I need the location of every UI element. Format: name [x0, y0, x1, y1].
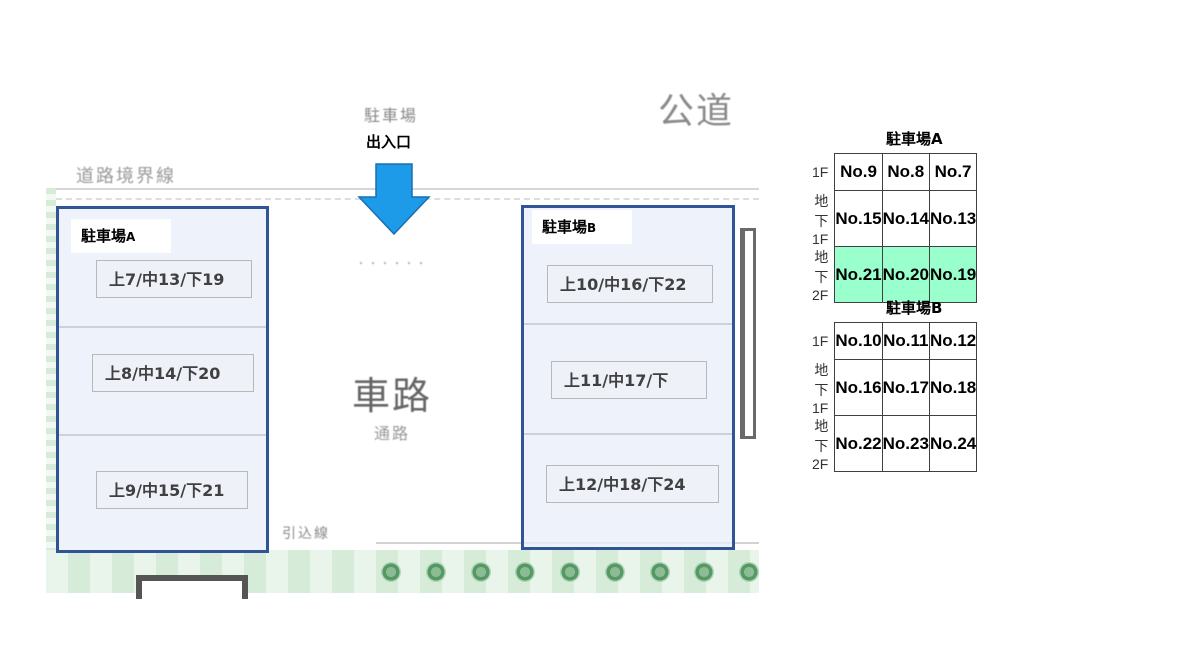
- slot-cell: No.11: [881, 322, 930, 360]
- roadway-label: 車路: [352, 374, 433, 418]
- lot-title-text: 駐車場: [81, 227, 127, 245]
- lot-title-suffix: B: [587, 221, 597, 235]
- entrance-label: 出入口: [366, 133, 412, 151]
- top-faint-label: 駐車場: [364, 106, 419, 125]
- lot-a-slot-table: 1F No.9 No.8 No.7 地下1F No.15 No.14 No.13…: [812, 153, 978, 303]
- left-greenery: [46, 188, 56, 568]
- slot-label: 上9/中15/下21: [96, 471, 248, 509]
- slot-cell: No.17: [881, 359, 930, 416]
- table-row: 地下1F No.16 No.17 No.18: [812, 359, 978, 416]
- lot-title-suffix: A: [126, 230, 136, 244]
- building-outline: [136, 575, 248, 599]
- table-row-highlighted: 地下2F No.21 No.20 No.19: [812, 246, 978, 303]
- slot-cell: No.12: [928, 322, 978, 360]
- slot-label: 上7/中13/下19: [96, 260, 252, 298]
- slot-cell: No.10: [834, 322, 883, 360]
- tree-icon: [649, 562, 670, 582]
- tree-icon: [515, 562, 536, 582]
- slot-cell: No.21: [834, 246, 883, 303]
- tree-icon: [604, 562, 625, 582]
- tree-icon: [470, 562, 491, 582]
- lot-a-table-title: 駐車場A: [886, 130, 943, 148]
- slot-cell: No.19: [928, 246, 978, 303]
- floor-label: 1F: [812, 333, 829, 349]
- lot-divider: [59, 326, 266, 328]
- lot-divider: [59, 434, 266, 436]
- tree-icon: [560, 562, 580, 582]
- slot-cell: No.16: [834, 359, 883, 416]
- slot-cell: No.13: [928, 190, 978, 247]
- slot-cell: No.14: [881, 190, 930, 247]
- floor-label: 地下2F: [812, 248, 829, 303]
- slot-cell: No.7: [928, 153, 978, 191]
- lot-b-table-title: 駐車場B: [886, 299, 943, 317]
- table-row: 地下1F No.15 No.14 No.13: [812, 190, 978, 247]
- floor-label: 地下1F: [812, 192, 829, 247]
- slot-cell: No.24: [928, 415, 978, 472]
- floor-label: 1F: [812, 164, 829, 180]
- table-row: 1F No.10 No.11 No.12: [812, 322, 978, 360]
- lot-title-text: 駐車場: [542, 218, 588, 236]
- right-wall: [740, 228, 756, 439]
- down-arrow-icon: [357, 163, 431, 235]
- slot-label: 上8/中14/下20: [92, 354, 254, 392]
- parking-lot-a: 駐車場A 上7/中13/下19 上8/中14/下20 上9/中15/下21: [56, 206, 269, 553]
- site-map: 公道 駐車場 道路境界線 ・・・・・・ 車路 通路 引込線 駐車場A 上7/中1…: [46, 80, 759, 599]
- lot-a-title: 駐車場A: [71, 219, 171, 253]
- slot-cell: No.8: [881, 153, 930, 191]
- tree-icon: [425, 562, 446, 582]
- lot-b-slot-table: 1F No.10 No.11 No.12 地下1F No.16 No.17 No…: [812, 322, 978, 472]
- slot-cell: No.23: [881, 415, 930, 472]
- slot-label: 上12/中18/下24: [546, 465, 719, 503]
- public-road-label: 公道: [658, 91, 735, 132]
- lot-b-title: 駐車場B: [532, 210, 632, 244]
- table-row: 地下2F No.22 No.23 No.24: [812, 415, 978, 472]
- slot-cell: No.20: [881, 246, 930, 303]
- tree-row: [381, 562, 759, 586]
- slot-cell: No.9: [834, 153, 883, 191]
- lot-divider: [524, 433, 732, 435]
- tree-icon: [739, 562, 759, 582]
- slot-label: 上11/中17/下: [551, 361, 707, 399]
- bottom-faint-label: 引込線: [282, 526, 330, 542]
- lot-divider: [524, 323, 732, 325]
- floor-label: 地下2F: [812, 417, 829, 472]
- tree-icon: [381, 562, 401, 582]
- table-row: 1F No.9 No.8 No.7: [812, 153, 978, 191]
- road-boundary-label: 道路境界線: [76, 166, 176, 187]
- tree-icon: [694, 562, 715, 582]
- slot-cell: No.18: [928, 359, 978, 416]
- slot-cell: No.15: [834, 190, 883, 247]
- parking-lot-b: 駐車場B 上10/中16/下22 上11/中17/下 上12/中18/下24: [521, 205, 735, 550]
- slot-cell: No.22: [834, 415, 883, 472]
- faint-mid-label: ・・・・・・: [356, 259, 428, 270]
- roadway-sub-label: 通路: [374, 424, 411, 443]
- slot-label: 上10/中16/下22: [547, 265, 713, 303]
- floor-label: 地下1F: [812, 361, 829, 416]
